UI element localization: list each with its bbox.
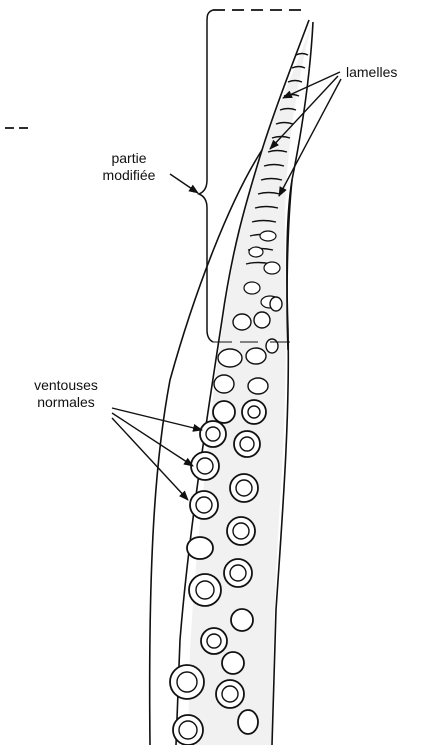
partie-modifiee-label-line1: partie [77, 150, 181, 167]
lamelles-label: lamelles [346, 64, 397, 81]
partie-modifiee-label-line2: modifiée [77, 167, 181, 184]
ventouses-normales-label: ventouses normales [14, 377, 118, 411]
ventouses-normales-label-line1: ventouses [14, 377, 118, 394]
partie-modifiee-label: partie modifiée [77, 150, 181, 184]
ventouses-normales-label-line2: normales [14, 394, 118, 411]
